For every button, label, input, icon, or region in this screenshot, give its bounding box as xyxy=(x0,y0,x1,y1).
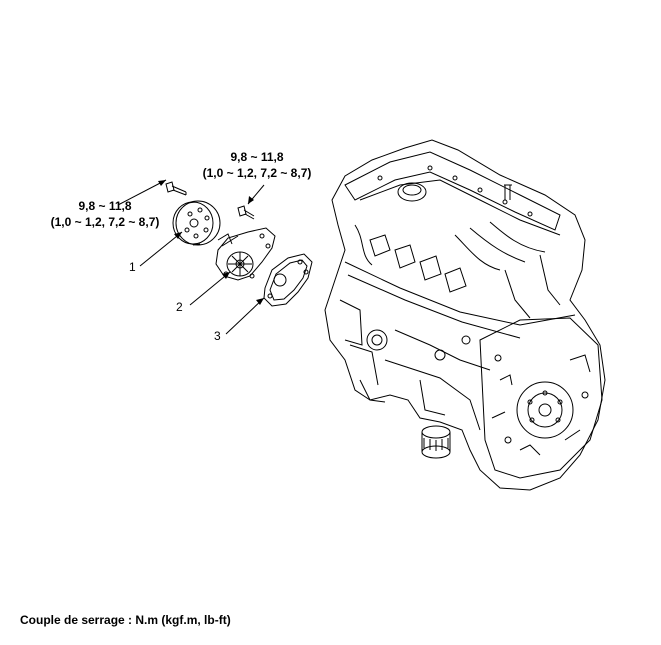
pulley-bolt xyxy=(165,181,187,196)
torque-spec-upper-line1: 9,8 ~ 11,8 xyxy=(230,150,284,164)
leader-callout-3 xyxy=(225,297,265,335)
arrowheads xyxy=(158,180,264,305)
torque-spec-upper: 9,8 ~ 11,8 (1,0 ~ 1,2, 7,2 ~ 8,7) xyxy=(197,150,317,180)
torque-spec-left: 9,8 ~ 11,8 (1,0 ~ 1,2, 7,2 ~ 8,7) xyxy=(44,199,166,229)
callout-3-label: 3 xyxy=(214,329,221,343)
torque-spec-left-line1: 9,8 ~ 11,8 xyxy=(78,199,132,213)
torque-spec-upper-line2: (1,0 ~ 1,2, 7,2 ~ 8,7) xyxy=(202,166,312,180)
torque-spec-left-line2: (1,0 ~ 1,2, 7,2 ~ 8,7) xyxy=(50,215,160,229)
callout-1-label: 1 xyxy=(129,260,136,274)
leader-lines xyxy=(117,179,265,335)
engine-block-illustration xyxy=(324,139,606,491)
pump-bolt xyxy=(237,205,255,220)
water-pump-pulley xyxy=(172,200,221,246)
water-pump xyxy=(215,227,276,281)
water-pump-gasket xyxy=(263,253,313,307)
torque-units-footnote: Couple de serrage : N.m (kgf.m, lb-ft) xyxy=(20,613,231,627)
callout-2-label: 2 xyxy=(176,300,183,314)
leader-callout-2 xyxy=(189,271,231,306)
leader-torque-left xyxy=(117,179,167,206)
leader-callout-1 xyxy=(139,231,183,267)
